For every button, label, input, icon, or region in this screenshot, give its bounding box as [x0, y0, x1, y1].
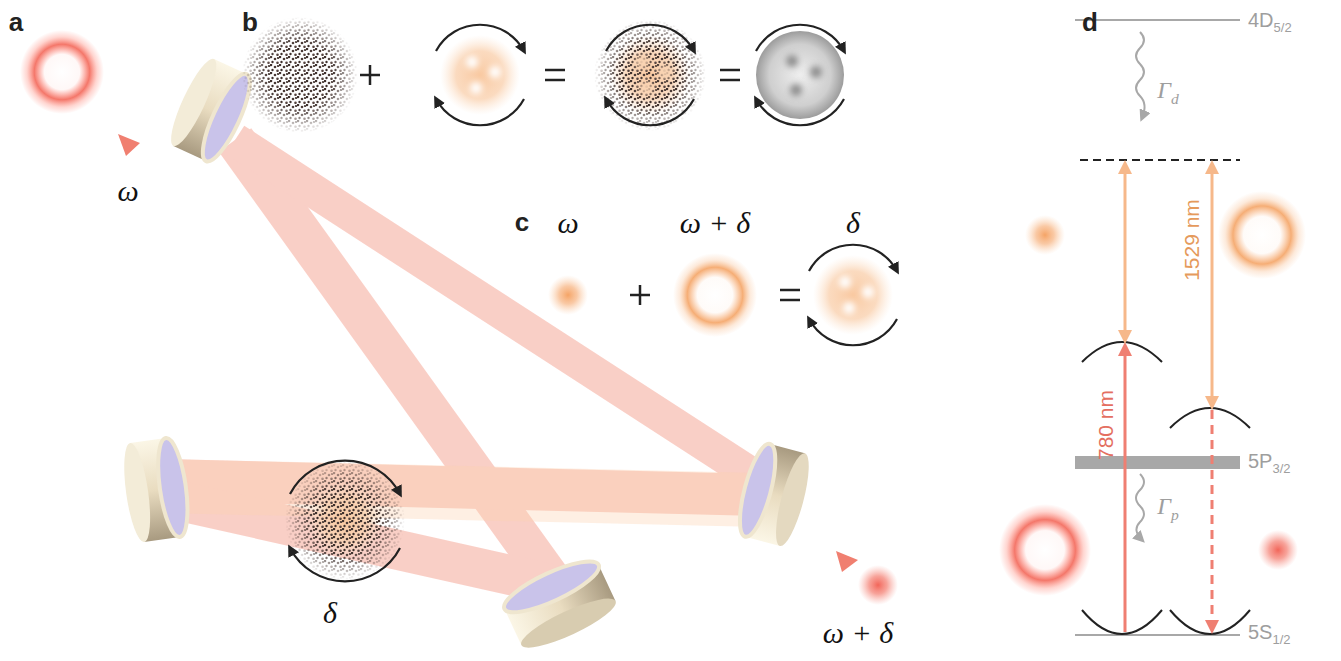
subscript: p: [1171, 506, 1179, 523]
level-label: 5S: [1248, 621, 1272, 643]
decay-rate: Γ: [1157, 77, 1171, 103]
frequency-label-group: δ: [846, 206, 860, 239]
panel-letter-group: d: [1082, 8, 1098, 37]
frequency-label-group: ω: [557, 206, 578, 239]
level-label-group: 5P3/2: [1248, 450, 1291, 476]
level-label: 4D: [1248, 9, 1274, 31]
frequency-label: ω + δ: [680, 206, 750, 239]
frequency-label: ω: [557, 206, 578, 239]
wavelength-label: 780 nm: [1094, 390, 1117, 460]
level-label-group: 4D5/2: [1248, 9, 1292, 35]
panel-letter: d: [1082, 7, 1098, 37]
subscript: 1/2: [1272, 632, 1290, 647]
frequency-label-group: ω + δ: [680, 206, 750, 239]
panel-letter-group: b: [242, 8, 258, 37]
decay-rate-group: Γp: [1157, 493, 1178, 523]
level-label: 5P: [1248, 450, 1272, 472]
frequency-label-group: δ: [323, 596, 337, 629]
subscript: 3/2: [1272, 461, 1290, 476]
wavelength-label-group: 1529 nm: [1180, 199, 1203, 281]
wavelength-label: 1529 nm: [1180, 199, 1203, 281]
subscript: 5/2: [1274, 20, 1292, 35]
panel-letter-group: a: [9, 8, 23, 37]
level-label-group: 5S1/2: [1248, 621, 1291, 647]
subscript: d: [1171, 90, 1179, 107]
frequency-label: ω + δ: [823, 616, 893, 649]
panel-letter: b: [242, 7, 258, 37]
frequency-label: δ: [323, 596, 337, 629]
panel-letter: c: [515, 207, 529, 237]
frequency-label: ω: [117, 174, 138, 207]
frequency-label-group: ω: [117, 174, 138, 207]
wavelength-label-group: 780 nm: [1094, 390, 1117, 460]
decay-rate-group: Γd: [1157, 77, 1178, 107]
decay-rate: Γ: [1157, 493, 1171, 519]
panel-letter: a: [9, 7, 23, 37]
frequency-label-group: ω + δ: [823, 616, 893, 649]
frequency-label: δ: [846, 206, 860, 239]
panel-letter-group: c: [515, 208, 529, 237]
